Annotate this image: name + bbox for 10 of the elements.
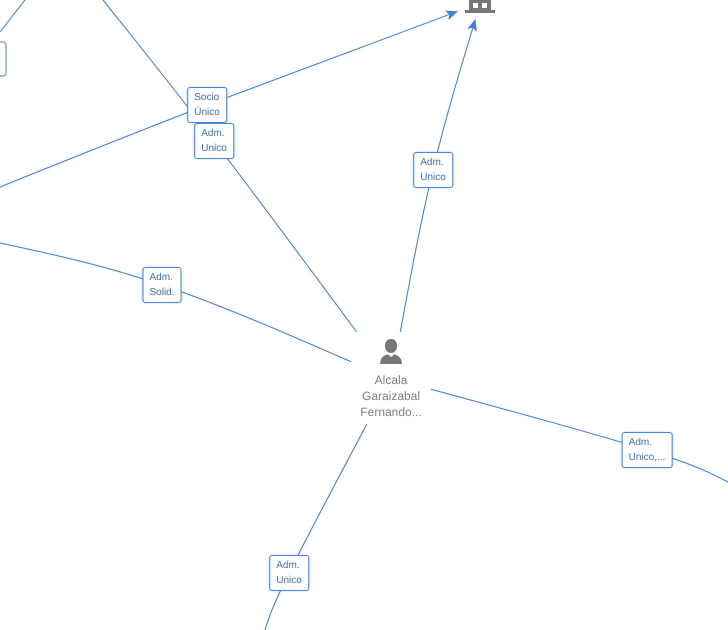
edge-label: Adm. Solid. xyxy=(142,267,182,303)
edge-label: Adm. Unico,... xyxy=(622,432,672,468)
connector-line xyxy=(0,242,352,362)
edge-label: Adm. Unico xyxy=(413,152,453,188)
person-name: Alcala Garaizabal Fernando... xyxy=(359,372,423,420)
connector-line xyxy=(400,19,477,332)
connector-line xyxy=(0,10,458,188)
edge-label: Adm. Unico xyxy=(194,123,234,159)
edge-label: Socio Único xyxy=(187,87,227,123)
edge-label: Adm. Unico xyxy=(269,555,309,591)
